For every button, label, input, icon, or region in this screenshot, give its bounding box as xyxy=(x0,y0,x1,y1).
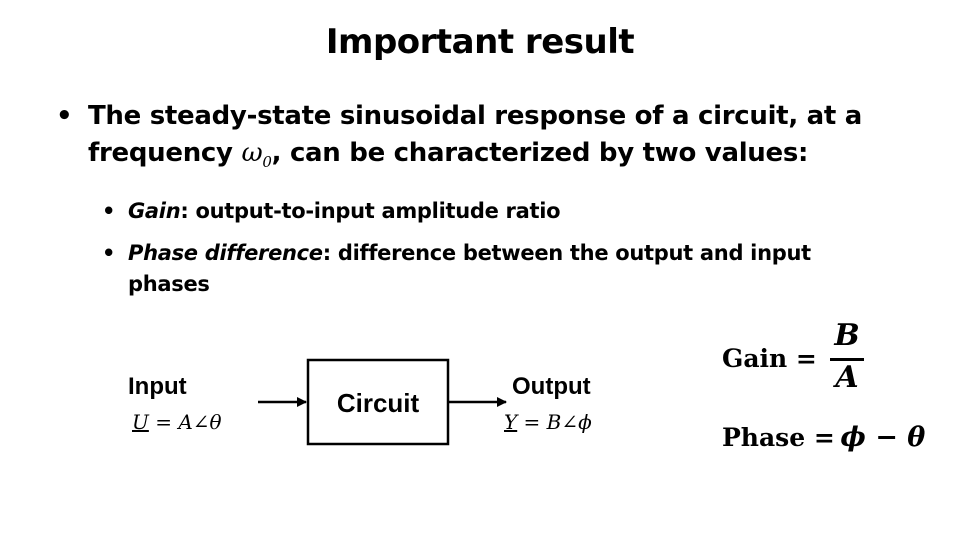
gain-formula-label: Gain = xyxy=(722,344,817,373)
output-label: Output xyxy=(512,373,591,400)
gain-definition: : output-to-input amplitude ratio xyxy=(180,199,561,223)
phase-definition: : difference between the output and inpu… xyxy=(128,241,811,296)
gain-term: Gain xyxy=(128,199,181,223)
fraction-bar xyxy=(830,358,864,361)
phase-expression: ϕ − θ xyxy=(840,422,926,453)
bullet-dot: • xyxy=(102,241,116,265)
omega-symbol: ω0 xyxy=(241,138,272,172)
bullet-phase-text: Phase difference: difference between the… xyxy=(128,238,858,300)
phase-formula: Phase = ϕ − θ xyxy=(722,422,926,462)
bullet-dot: • xyxy=(102,199,116,223)
bullet-gain-text: Gain: output-to-input amplitude ratio xyxy=(128,196,858,227)
bullet-main-text-before: The steady-state sinusoidal response of … xyxy=(88,101,863,168)
bullet-dot: • xyxy=(56,101,73,131)
bullet-main-text-after: , can be characterized by two values: xyxy=(271,138,809,168)
circuit-block xyxy=(306,358,450,446)
input-label: Input xyxy=(128,373,187,400)
bullet-main-text: The steady-state sinusoidal response of … xyxy=(88,98,918,181)
output-expression: Y = B∠ϕ xyxy=(504,410,592,434)
slide-title: Important result xyxy=(325,22,635,62)
phase-formula-label: Phase = xyxy=(722,423,835,452)
input-expression: U = A∠θ xyxy=(132,410,222,434)
circuit-block-diagram: Input U = A∠θ Circuit Output Y = B∠ϕ xyxy=(128,358,592,446)
omega-subscript: 0 xyxy=(262,153,272,172)
circuit-label: Circuit xyxy=(337,388,420,418)
phase-term: Phase difference xyxy=(128,241,323,265)
gain-denominator: A xyxy=(835,360,859,395)
gain-formula: Gain = B A xyxy=(722,318,882,397)
gain-numerator: B xyxy=(834,318,860,353)
